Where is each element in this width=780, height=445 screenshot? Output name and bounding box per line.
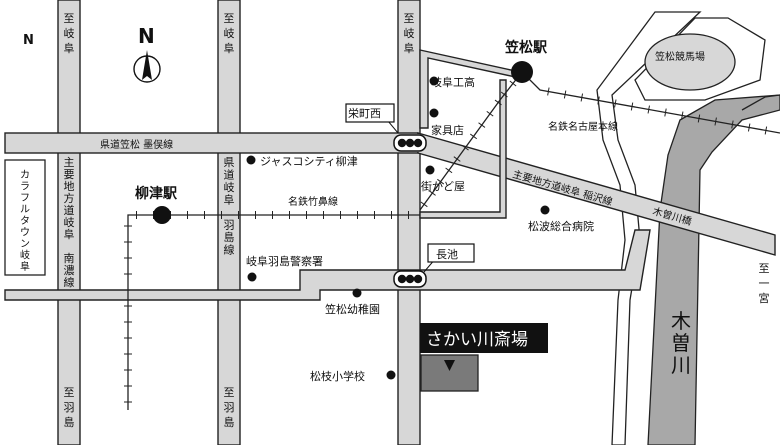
road-label-kendou: 県道笠松 墨俣線: [100, 138, 173, 151]
landmark-shoha-hospital: 松波総合病院: [528, 219, 594, 233]
landmark-police: 岐阜羽島警察署: [246, 254, 323, 268]
rail-tie: [478, 122, 486, 128]
road-label-to-gifu-1: 至岐阜: [64, 12, 75, 55]
road-label-to-ichinomiya: 至一宮: [759, 262, 770, 305]
road-label-to-gifu-3: 至岐阜: [404, 12, 415, 55]
rail-tie: [469, 133, 478, 140]
landmark-kagu: 家具店: [431, 123, 464, 137]
station-kasamatsu-marker: [511, 61, 533, 83]
colorful-town-block: [4, 159, 46, 276]
rail-meitetsu-takehana: [127, 214, 420, 410]
rail-tie: [681, 111, 684, 120]
rail-tie: [580, 93, 584, 102]
crossing-fill: [219, 291, 239, 299]
landmark-dot: [429, 108, 439, 118]
rail-ticks: [124, 69, 768, 403]
landmark-dot: [540, 205, 550, 215]
road-label-to-hashima-1: 至羽島: [64, 386, 75, 429]
landmark-keiba: 笠松競馬場: [655, 50, 705, 63]
rail-tie: [486, 111, 494, 117]
rail-tie: [445, 167, 453, 174]
compass-needle-icon: [142, 50, 152, 80]
rail-tie: [614, 99, 617, 108]
rail-tie: [563, 90, 567, 99]
road-label-to-hashima-2: 至羽島: [224, 386, 235, 429]
landmark-dot: [246, 155, 256, 165]
landmark-jusco: ジャスコシティ柳津: [260, 154, 358, 168]
landmark-colorful-town: カラフルタウン岐阜: [20, 169, 30, 273]
road-label-main-left: 主要地方道岐阜南濃線: [64, 156, 75, 289]
rail-tie: [509, 80, 517, 87]
intersection-sakaemachi-box: [345, 103, 395, 123]
destination-label-box: [420, 323, 548, 353]
station-yanaizu-marker: [153, 206, 171, 224]
river-right-bank: [741, 94, 780, 111]
landmark-gifu-kogyo: 岐阜工高: [431, 75, 475, 89]
rail-tie: [697, 114, 701, 123]
landmark-machikadoya: 街かど屋: [421, 179, 465, 193]
landmark-dot: [247, 272, 257, 282]
rail-tie: [500, 91, 508, 98]
rail-tie: [547, 87, 550, 96]
destination-arrow-icon: [444, 360, 455, 371]
intersection-sakaemachi-label: 栄町西: [348, 106, 381, 120]
landmark-dot: [425, 165, 435, 175]
road-nagaike: [4, 229, 651, 301]
railway-label-takehana: 名鉄竹鼻線: [288, 195, 338, 208]
landmark-school: 松枝小学校: [310, 369, 365, 383]
rail-tie: [747, 123, 751, 132]
rail-tie: [420, 201, 428, 208]
road-label-to-gifu-2: 至岐阜: [224, 12, 235, 55]
rail-tie: [731, 120, 734, 129]
road-v-hashima: [217, 0, 241, 445]
landmark-dot: [429, 76, 439, 86]
road-label-kendou-hashima: 県道岐阜羽島線: [224, 156, 235, 257]
river-outer-bank: [596, 11, 702, 445]
road-machikado-minor: [419, 79, 507, 219]
road-v-center: [397, 0, 421, 445]
rail-tie: [494, 99, 502, 106]
station-kasamatsu-label: 笠松駅: [504, 39, 548, 56]
rail-tie: [461, 144, 469, 151]
intersection-nagaike-box: [427, 243, 475, 263]
north-marker: N: [23, 33, 34, 48]
landmark-dot: [352, 288, 362, 298]
landmark-dot: [386, 370, 396, 380]
rail-tie: [764, 126, 768, 135]
crossing-fill: [59, 134, 79, 152]
station-yanaizu-label: 柳津駅: [135, 185, 178, 202]
landmark-kindergarten: 笠松幼稚園: [325, 302, 380, 316]
river-label: 木曽川: [671, 309, 691, 377]
rail-tie: [714, 117, 717, 126]
intersection-nagaike-label: 長池: [436, 248, 458, 261]
rail-tie: [428, 190, 436, 196]
road-v-left: [57, 0, 81, 445]
rail-tie: [664, 108, 667, 117]
destination-label: さかい川斎場: [426, 330, 528, 350]
rail-tie: [453, 156, 461, 162]
rail-tie: [647, 105, 650, 114]
rail-tie: [630, 102, 634, 111]
compass-letter: N: [138, 24, 155, 48]
railway-label-nagoya: 名鉄名古屋本線: [548, 120, 618, 133]
signal-nagaike: [393, 270, 427, 288]
crossing-fill: [219, 134, 239, 152]
rail-tie: [597, 96, 600, 105]
signal-sakaemachi: [393, 134, 427, 152]
rail-tie: [437, 178, 445, 185]
racecourse-track: [644, 33, 736, 91]
crossing-fill: [59, 291, 79, 299]
